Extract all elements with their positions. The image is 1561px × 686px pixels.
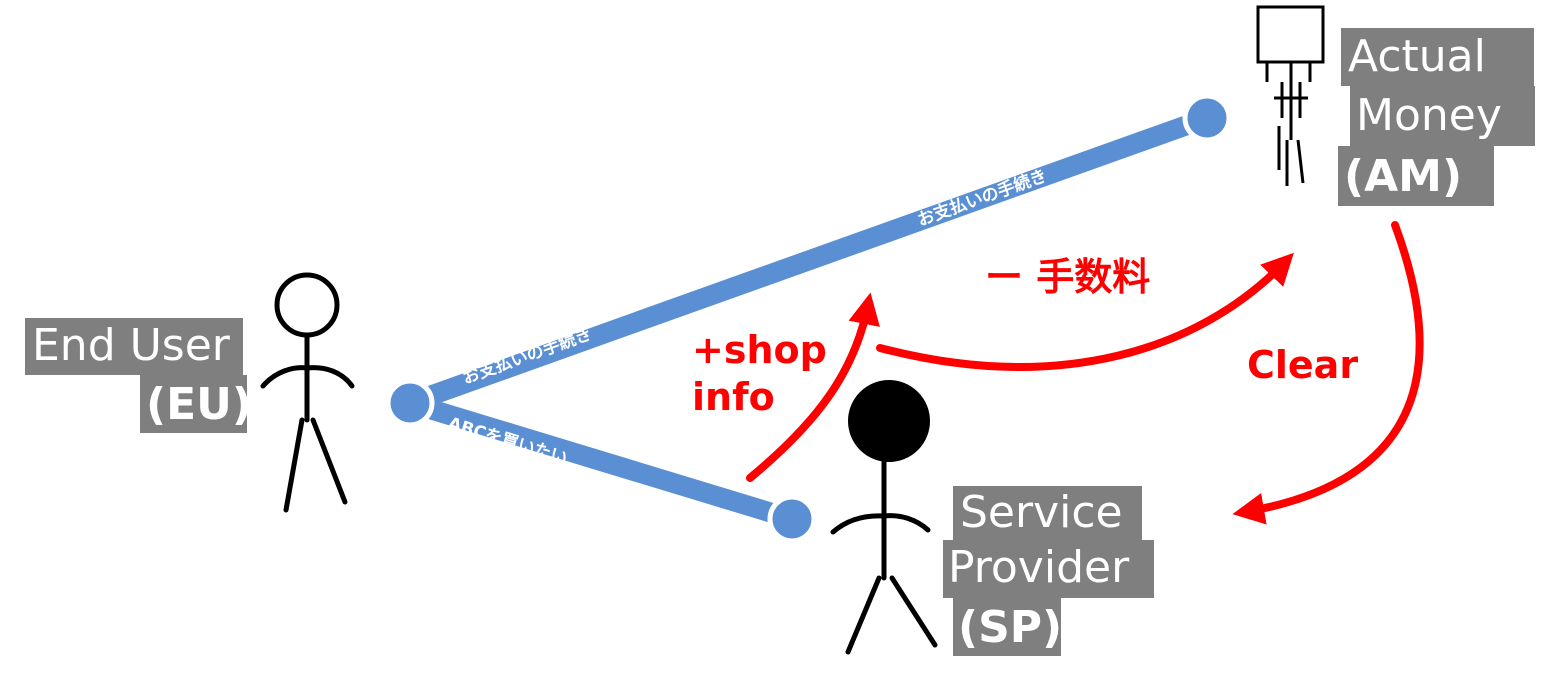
- actual-money-label: Actual Money (AM): [1338, 28, 1535, 206]
- arrow-fee-to-am: [876, 252, 1294, 371]
- arrow-am-to-sp-clear: [1232, 221, 1424, 525]
- flow-label-shop-line2: info: [692, 375, 775, 419]
- node-am: [1182, 93, 1232, 143]
- end-user-figure: [260, 272, 355, 513]
- node-sp: [767, 494, 817, 544]
- end-user-label: End User (EU): [25, 318, 252, 433]
- actual-money-name-line1: Actual: [1348, 31, 1486, 82]
- actual-money-figure: [1256, 5, 1325, 186]
- edge-label-payment-procedure-2: お支払いの手続き: [915, 165, 1050, 231]
- service-provider-name-line2: Provider: [948, 542, 1130, 593]
- edge-eu-to-am: [406, 108, 1211, 413]
- service-provider-figure: [830, 380, 938, 655]
- flow-label-shop-line1: +shop: [692, 328, 827, 372]
- flow-label-clear: Clear: [1247, 343, 1358, 387]
- arrow-sp-to-am: [746, 292, 880, 482]
- actual-money-abbr: (AM): [1344, 151, 1462, 202]
- service-provider-name-line1: Service: [960, 487, 1123, 538]
- node-eu: [385, 378, 435, 428]
- service-provider-abbr: (SP): [958, 602, 1062, 653]
- edge-label-payment-procedure-1: お支払いの手続き: [460, 323, 595, 389]
- flow-label-fee: ー 手数料: [985, 255, 1150, 299]
- end-user-abbr: (EU): [146, 379, 252, 430]
- service-provider-label: Service Provider (SP): [943, 486, 1154, 656]
- actual-money-name-line2: Money: [1356, 90, 1502, 141]
- edge-eu-to-sp: [407, 393, 795, 529]
- end-user-name: End User: [32, 320, 231, 371]
